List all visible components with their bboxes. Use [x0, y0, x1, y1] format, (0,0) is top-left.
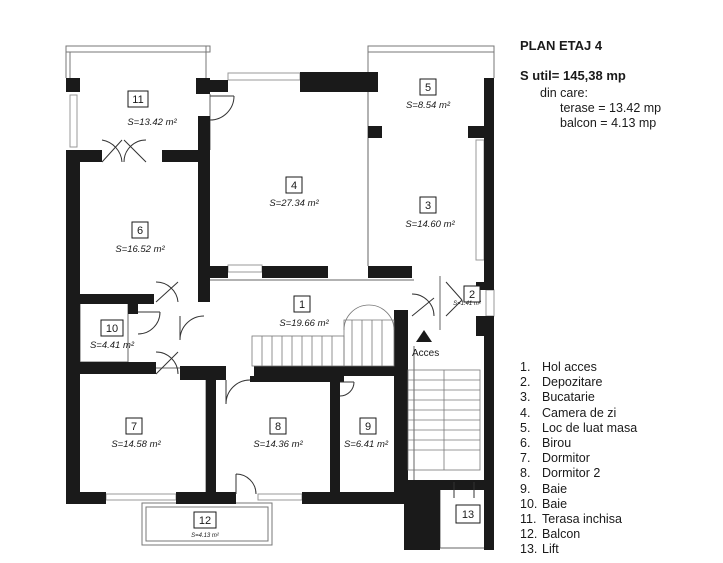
room-3-number: 3: [425, 200, 431, 212]
windows: [69, 72, 495, 501]
room-9-area: S=6.41 m²: [344, 439, 389, 450]
legend-item: 8. Dormitor 2: [520, 466, 637, 481]
legend-number: 6.: [520, 436, 531, 451]
legend-item: 9. Baie: [520, 482, 637, 497]
legend-label: Balcon: [542, 527, 581, 542]
room-10-area: S=4.41 m²: [90, 340, 135, 351]
room-6-number: 6: [137, 225, 143, 237]
legend-label: Baie: [542, 481, 568, 496]
room-7-number: 7: [131, 421, 137, 433]
staircase: [251, 304, 481, 471]
total-area: S util= 145,38 mp: [520, 68, 626, 83]
room-11-number: 11: [132, 94, 143, 106]
legend-label: Hol acces: [542, 360, 597, 374]
legend-label: Birou: [542, 436, 572, 451]
legend-label: Dormitor 2: [542, 466, 601, 481]
room-number-boxes: [100, 78, 481, 529]
room-10-number: 10: [106, 323, 118, 335]
room-4-area: S=27.34 m²: [269, 198, 319, 209]
legend-number: 1.: [520, 360, 531, 374]
legend-number: 11.: [520, 512, 537, 527]
din-care-label: din care:: [540, 86, 588, 100]
room-7-area: S=14.58 m²: [111, 439, 161, 450]
room-5-area: S=8.54 m²: [406, 100, 451, 111]
room-areas: S=13.42 m² S=8.54 m² S=27.34 m² S=14.60 …: [90, 100, 482, 539]
legend-number: 13.: [520, 542, 538, 557]
legend-item: 1. Hol acces: [520, 360, 637, 375]
legend-number: 2.: [520, 375, 531, 390]
room-11-area: S=13.42 m²: [127, 117, 177, 128]
room-8-number: 8: [275, 421, 281, 433]
legend-item: 10. Baie: [520, 497, 637, 512]
legend-number: 5.: [520, 420, 531, 435]
acces-arrow-icon: [416, 330, 432, 342]
legend-item: 13. Lift: [520, 542, 637, 557]
terase-area: terase = 13.42 mp: [560, 101, 662, 115]
legend-number: 12.: [520, 527, 538, 542]
legend-label: Lift: [542, 542, 559, 557]
room-12-number: 12: [199, 515, 211, 527]
legend-item: 11. Terasa inchisa: [520, 512, 637, 527]
legend-label: Baie: [542, 496, 568, 511]
room-12-area: S=4.13 m²: [191, 533, 220, 539]
room-13-number: 13: [462, 509, 474, 521]
room-legend: 1. Hol acces 2. Depozitare 3. Bucatarie 4. Came…: [520, 360, 637, 558]
legend-number: 7.: [520, 451, 531, 466]
room-1-number: 1: [299, 299, 305, 311]
legend-item: 6. Birou: [520, 436, 637, 451]
legend-number: 4.: [520, 405, 531, 420]
door-swings: [101, 95, 475, 498]
legend-item: 4. Camera de zi: [520, 406, 637, 421]
legend-label: Depozitare: [542, 375, 603, 390]
legend-label: Bucatarie: [542, 390, 595, 405]
legend-label: Terasa inchisa: [542, 512, 622, 527]
room-3-area: S=14.60 m²: [405, 219, 455, 230]
room-2-area: S=1.41 m²: [453, 301, 482, 307]
room-1-area: S=19.66 m²: [279, 318, 329, 329]
plan-title: PLAN ETAJ 4: [520, 38, 603, 53]
legend-item: 7. Dormitor: [520, 451, 637, 466]
room-6-area: S=16.52 m²: [115, 244, 165, 255]
room-4-number: 4: [291, 180, 297, 192]
room-numbers: 11 5 4 3 6 1 2 10 7 8 9 12 13: [106, 82, 475, 527]
legend-label: Camera de zi: [542, 405, 617, 420]
legend-number: 9.: [520, 481, 531, 496]
area-summary: S util= 145,38 mp din care: terase = 13.…: [520, 68, 661, 131]
room-9-number: 9: [365, 421, 371, 433]
legend-item: 3. Bucatarie: [520, 390, 637, 405]
balcon-area: balcon = 4.13 mp: [560, 116, 657, 130]
room-2-number: 2: [469, 289, 475, 301]
legend-label: Loc de luat masa: [542, 420, 638, 435]
room-8-area: S=14.36 m²: [253, 439, 303, 450]
legend-item: 5. Loc de luat masa: [520, 421, 637, 436]
walls: [66, 72, 494, 550]
legend-number: 3.: [520, 390, 531, 405]
acces-label: Acces: [412, 348, 439, 359]
legend-number: 10.: [520, 496, 538, 511]
legend-label: Dormitor: [542, 451, 590, 466]
legend-number: 8.: [520, 466, 531, 481]
legend-item: 2. Depozitare: [520, 375, 637, 390]
legend-item: 12. Balcon: [520, 527, 637, 542]
room-5-number: 5: [425, 82, 431, 94]
